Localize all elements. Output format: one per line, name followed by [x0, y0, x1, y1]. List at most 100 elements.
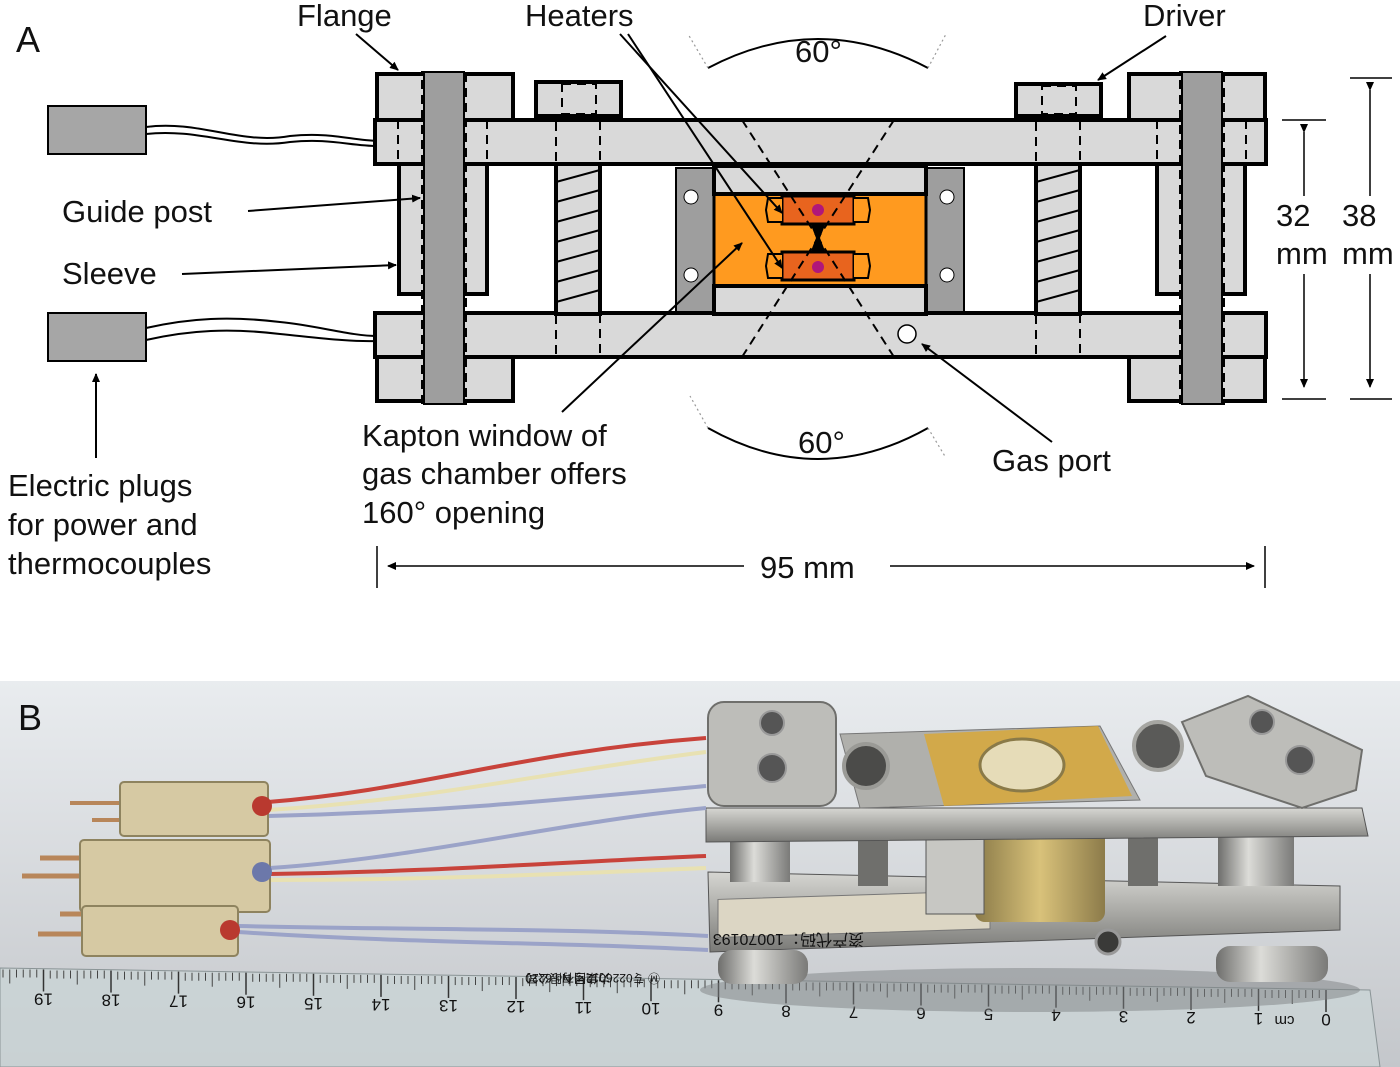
ruler-number: 17	[169, 992, 188, 1011]
driver-label: Driver	[1143, 0, 1226, 33]
flange-left-bolt-bottom	[757, 753, 787, 783]
ruler-number: 6	[916, 1004, 925, 1023]
thermocouple-plug-1	[119, 781, 269, 837]
foot-left	[718, 950, 808, 984]
top-plate	[373, 118, 1268, 166]
wire-yellow-2	[269, 866, 707, 882]
guide-post-label: Guide post	[62, 194, 212, 229]
thermocouple-plug-3	[81, 905, 239, 957]
device-shadow	[700, 968, 1360, 1012]
ruler-number: 3	[1119, 1007, 1128, 1026]
electric-plug-top	[47, 105, 147, 155]
kapton-label-line-1: Kapton window of	[362, 418, 607, 453]
wire-bottom-b	[145, 329, 379, 343]
ruler-number: 1	[1254, 1009, 1263, 1028]
bottom-angle-ray-right	[927, 427, 947, 459]
kapton-label-line-2: gas chamber offers	[362, 456, 627, 491]
photo-top-plate	[705, 807, 1369, 843]
driver-photo-right	[1132, 720, 1184, 772]
wire-bottom-a	[145, 317, 379, 337]
thermocouple-plug-2	[79, 839, 271, 913]
ruler-number: 15	[304, 994, 323, 1013]
driver-photo-left	[842, 742, 890, 790]
ruler-number: 8	[781, 1001, 790, 1020]
panel-b-photo: B 01234567891011121314151617181920cm 力集团…	[0, 681, 1400, 1067]
driver-screw-right-threads	[1035, 169, 1081, 303]
ruler-number: 4	[1051, 1006, 1060, 1025]
plug-2-collar	[252, 862, 272, 882]
guide-post-right	[1181, 71, 1223, 405]
chamber-side-left	[675, 167, 715, 313]
photo-gas-port	[1094, 928, 1122, 956]
panel-a-schematic: A 60° 60°	[8, 0, 1394, 588]
gas-port-pointer	[921, 343, 1053, 443]
chamber-side-right	[925, 167, 965, 313]
ruler-number: 18	[102, 991, 121, 1010]
ruler-number: 5	[984, 1005, 993, 1024]
flange-label: Flange	[297, 0, 392, 33]
driver-screw-left-hidden-top	[555, 119, 601, 165]
wire-yellow-1	[267, 750, 707, 812]
chamber-bottom-wall	[712, 284, 928, 316]
ruler-number: 10	[642, 999, 661, 1018]
ruler-numbers: 01234567891011121314151617181920cm	[34, 989, 1331, 1029]
flange-pointer	[355, 33, 399, 71]
asset-tag-text: 资产代码：10070193	[713, 930, 864, 948]
wire-top-a	[145, 124, 379, 142]
chamber-bolt-hole-2	[683, 267, 699, 283]
top-angle-label: 60°	[795, 34, 842, 69]
ruler-number: 2	[1186, 1008, 1195, 1027]
sample-dot-bottom	[812, 261, 824, 273]
plugs-label-line-3: thermocouples	[8, 546, 211, 581]
wire-top-b	[145, 132, 379, 147]
ruler-number: 19	[34, 989, 53, 1008]
dim-38-unit: mm	[1342, 236, 1394, 271]
flange-left-bolt-top	[759, 710, 785, 736]
bottom-angle-arc	[707, 427, 929, 460]
electric-plug-bottom	[47, 312, 147, 362]
panel-b-letter: B	[18, 697, 42, 738]
dim-38-value: 38	[1342, 198, 1376, 233]
heaters-label: Heaters	[525, 0, 634, 33]
ruler-number: 9	[714, 1000, 723, 1019]
chamber-photo-body	[975, 824, 1105, 922]
plugs-label-line-1: Electric plugs	[8, 468, 192, 503]
top-angle-arc	[707, 38, 929, 69]
chamber-top-wall	[712, 164, 928, 196]
ruler-number: 0	[1321, 1010, 1330, 1029]
wire-red-2	[269, 854, 707, 876]
wire-blue-2	[269, 806, 707, 870]
driver-screw-right-hidden-bottom	[1035, 312, 1081, 358]
driver-screw-left-threads	[555, 169, 601, 303]
guide-post-pointer	[247, 194, 421, 212]
guide-post-left	[423, 71, 465, 405]
heater-top-clip-right	[854, 197, 872, 223]
kapton-window-hole	[978, 737, 1066, 793]
dim-95-label: 95 mm	[760, 550, 855, 585]
window-opening-lines	[741, 119, 895, 358]
plug-3-collar	[220, 920, 240, 940]
driver-pointer	[1097, 35, 1167, 81]
guide-post-right-hidden	[1179, 71, 1225, 405]
flange-right-bolt-top	[1249, 709, 1275, 735]
bottom-plate	[373, 311, 1268, 359]
ruler-number: 7	[849, 1002, 858, 1021]
guide-post-left-hidden	[421, 71, 467, 405]
foot-right	[1216, 946, 1328, 982]
gas-port-label: Gas port	[992, 443, 1111, 478]
chamber-bolt-hole-3	[939, 189, 955, 205]
ruler-number: 12	[507, 997, 526, 1016]
top-angle-ray-right	[927, 33, 947, 69]
sleeve-label: Sleeve	[62, 256, 157, 291]
plug-1-collar	[252, 796, 272, 816]
bottom-angle-ray-left	[689, 395, 709, 429]
driver-screw-right-hidden-top	[1035, 119, 1081, 165]
sleeve-pointer	[181, 261, 397, 275]
ruler-number: 16	[237, 993, 256, 1012]
flange-right-bolt-bottom	[1285, 745, 1315, 775]
driver-head-left-hidden	[561, 83, 597, 115]
driver-head-left	[534, 80, 623, 118]
wire-blue-3	[237, 924, 709, 938]
kapton-label-line-3: 160° opening	[362, 495, 545, 530]
